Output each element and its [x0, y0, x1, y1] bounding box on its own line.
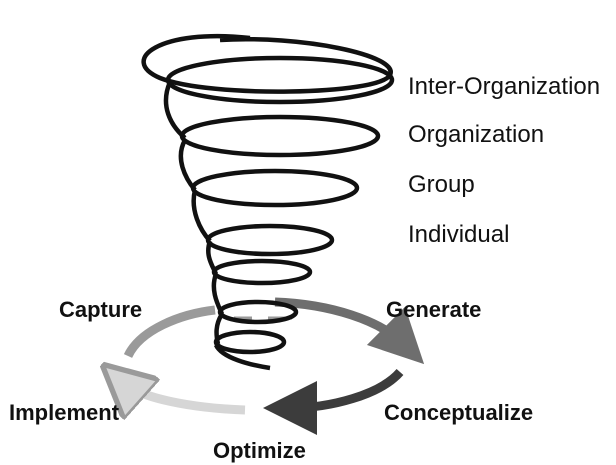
- spiral-coil-5: [208, 226, 332, 254]
- stage-label-optimize: Optimize: [213, 438, 306, 463]
- spiral-coil-2: [168, 58, 392, 102]
- spiral-coil-6: [214, 261, 310, 283]
- stage-label-conceptualize: Conceptualize: [384, 400, 533, 425]
- level-label-individual: Individual: [408, 221, 509, 248]
- level-label-organization: Organization: [408, 121, 544, 148]
- spiral-coil-7: [220, 302, 296, 322]
- spiral-coil-8: [216, 332, 284, 352]
- stage-label-generate: Generate: [386, 297, 481, 322]
- stage-label-capture: Capture: [59, 297, 142, 322]
- level-label-group: Group: [408, 171, 475, 198]
- level-label-inter-organization: Inter-Organization: [408, 73, 600, 100]
- stage-label-implement: Implement: [9, 400, 120, 425]
- cycle-ring: [122, 302, 405, 410]
- spiral-coil-3: [182, 117, 378, 155]
- level-labels: Inter-Organization Organization Group In…: [408, 73, 600, 248]
- spiral-coil-4: [193, 171, 357, 205]
- arrow-optimize-to-implement: [122, 382, 245, 410]
